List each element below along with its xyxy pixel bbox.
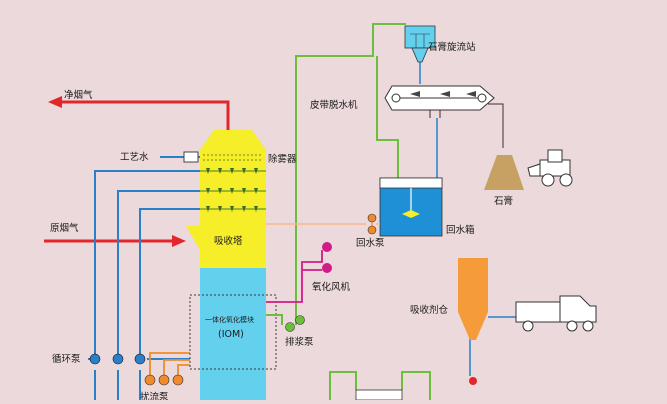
discharge-pump-label: 排浆泵 — [285, 336, 314, 348]
loader-vehicle — [527, 149, 573, 187]
circulation-pump — [89, 353, 146, 365]
raw-flue-gas-label: 原烟气 — [50, 222, 79, 234]
iom-abbr-label: (IOM) — [218, 329, 244, 340]
return-water-pump-label: 回水泵 — [356, 237, 385, 249]
absorbent-silo-label: 吸收剂仓 — [410, 304, 449, 316]
return-water-tank-label: 回水箱 — [446, 224, 475, 236]
gypsum-cyclone-label: 石膏旋流站 — [428, 41, 476, 53]
spray-nozzles — [206, 168, 258, 212]
return-water-pump — [367, 213, 380, 235]
oxidation-fan-label: 氧化风机 — [312, 281, 351, 293]
demister-label: 除雾器 — [268, 153, 297, 165]
absorbent-silo — [458, 258, 488, 385]
bottom-tank — [355, 389, 403, 401]
gypsum-pile — [484, 155, 524, 190]
clean-flue-gas-line — [48, 96, 230, 130]
absorber-tower — [186, 130, 277, 400]
belt-to-gypsum-line — [488, 103, 504, 148]
gypsum-cyclone — [404, 25, 436, 63]
truck — [515, 295, 597, 332]
clean-flue-gas-label: 净烟气 — [64, 89, 93, 101]
disturbance-pump-label: 扰流泵 — [140, 391, 169, 400]
slurry-lines — [266, 23, 431, 400]
belt-dewatering-label: 皮带脱水机 — [310, 99, 358, 111]
gypsum-label: 石膏 — [494, 195, 513, 207]
iom-module-label: 一体化氧化模块 — [205, 315, 254, 324]
raw-flue-gas-line — [44, 235, 186, 247]
return-water-tank — [379, 177, 443, 237]
disturbance-lines — [149, 352, 190, 377]
oxidation-fan — [322, 242, 332, 273]
demister-zone — [203, 154, 263, 161]
belt-dewatering-machine — [384, 85, 495, 118]
circulation-lines — [88, 170, 203, 400]
disturbance-pump — [144, 374, 184, 386]
circulation-pump-label: 循环泵 — [52, 353, 81, 365]
absorber-label: 吸收塔 — [214, 235, 243, 247]
discharge-pump — [285, 315, 305, 332]
oxidation-air-lines — [266, 250, 323, 303]
process-water-line — [160, 151, 200, 163]
process-water-label: 工艺水 — [120, 151, 149, 163]
